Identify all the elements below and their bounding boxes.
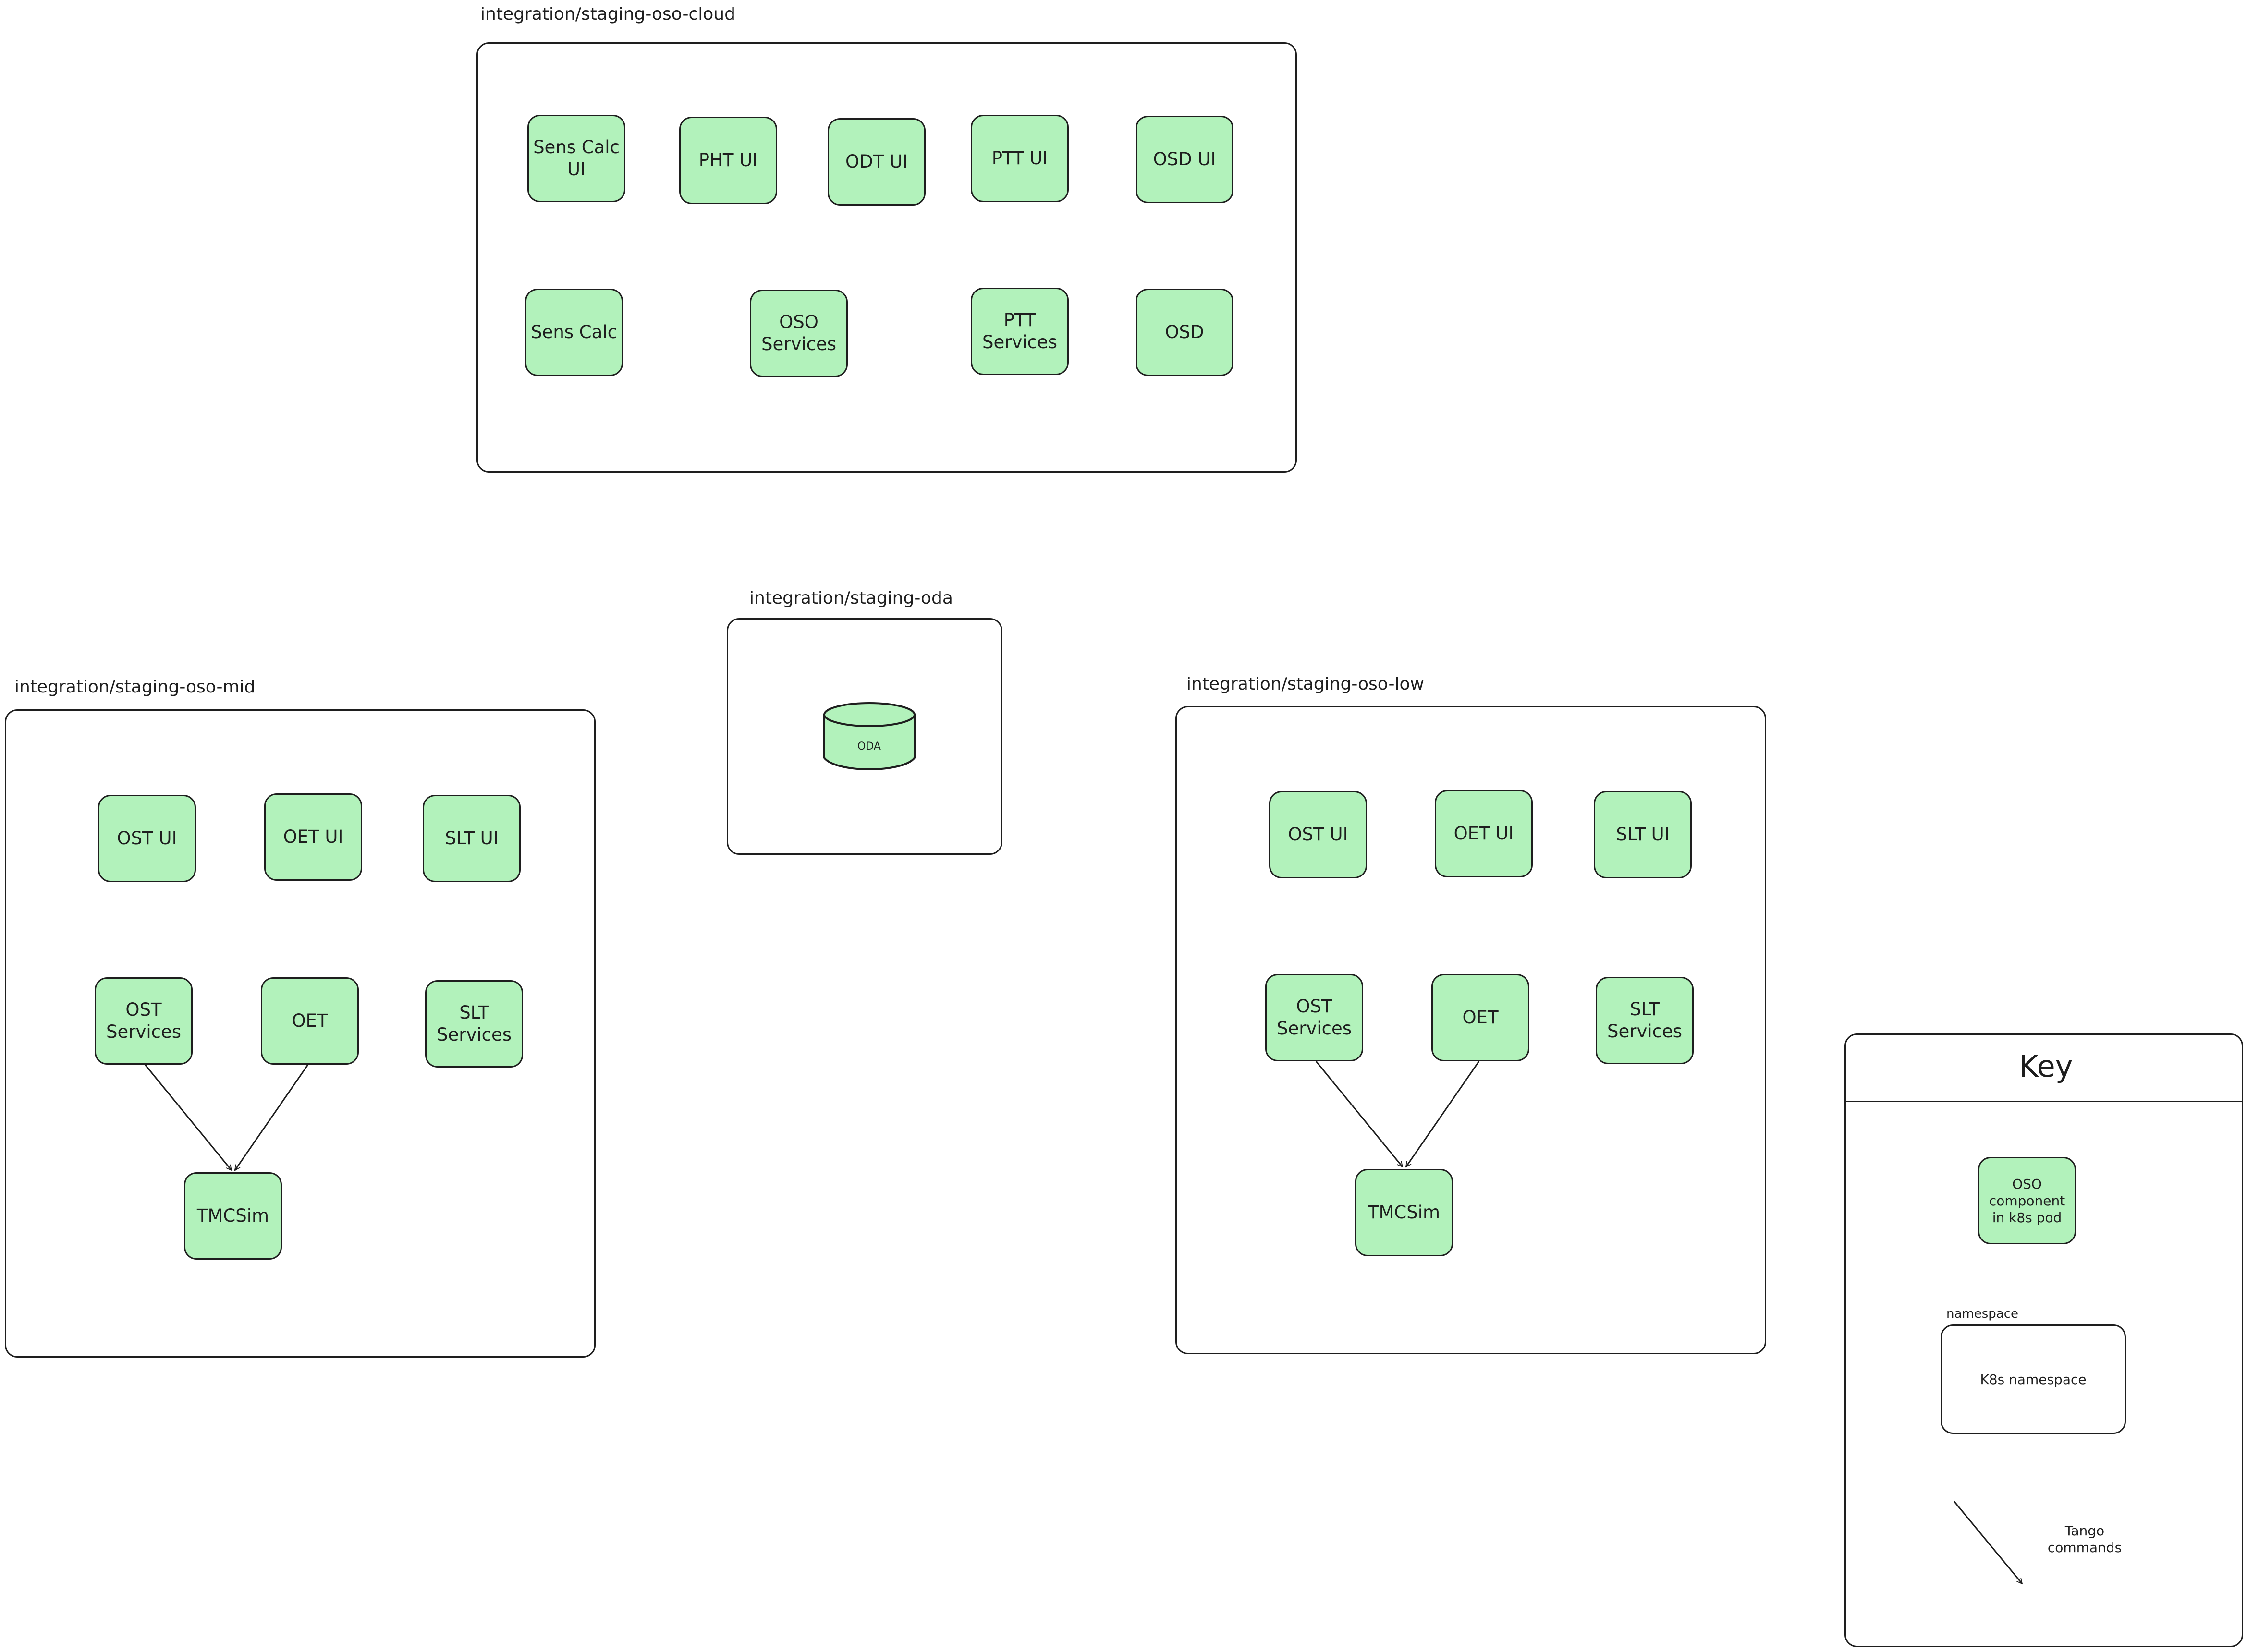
- key-arrow-label: Tango commands: [2047, 1523, 2122, 1555]
- pod-mid-slt-services[interactable]: SLT Services: [425, 980, 523, 1068]
- key-divider: [1845, 1101, 2242, 1102]
- key-namespace-label: namespace: [1946, 1307, 2019, 1321]
- pod-odt-ui[interactable]: ODT UI: [828, 118, 926, 206]
- pod-osd[interactable]: OSD: [1136, 289, 1233, 376]
- pod-low-ost-services[interactable]: OST Services: [1265, 974, 1363, 1061]
- namespace-label-mid: integration/staging-oso-mid: [14, 677, 256, 697]
- pod-pht-ui[interactable]: PHT UI: [679, 117, 777, 204]
- key-namespace-example-label: K8s namespace: [1980, 1371, 2087, 1387]
- namespace-label-cloud: integration/staging-oso-cloud: [480, 4, 735, 24]
- pod-low-tmcsim[interactable]: TMCSim: [1355, 1169, 1453, 1256]
- pod-mid-tmcsim[interactable]: TMCSim: [184, 1172, 282, 1260]
- oda-database-label: ODA: [857, 741, 881, 753]
- pod-low-slt-services[interactable]: SLT Services: [1596, 977, 1694, 1064]
- namespace-label-oda: integration/staging-oda: [749, 588, 953, 608]
- key-pod-example: OSO component in k8s pod: [1978, 1157, 2076, 1244]
- pod-osd-ui[interactable]: OSD UI: [1136, 116, 1233, 203]
- pod-sens-calc-ui[interactable]: Sens Calc UI: [527, 115, 625, 202]
- pod-low-oet-ui[interactable]: OET UI: [1435, 790, 1533, 877]
- pod-low-ost-ui[interactable]: OST UI: [1269, 791, 1367, 878]
- key-namespace-example: K8s namespace: [1941, 1324, 2126, 1434]
- namespace-label-low: integration/staging-oso-low: [1186, 674, 1424, 694]
- namespace-cloud[interactable]: [476, 42, 1297, 473]
- pod-mid-oet[interactable]: OET: [261, 977, 359, 1065]
- pod-sens-calc[interactable]: Sens Calc: [525, 289, 623, 376]
- pod-low-slt-ui[interactable]: SLT UI: [1594, 791, 1692, 878]
- pod-oso-services[interactable]: OSO Services: [750, 290, 848, 377]
- oda-database-icon[interactable]: [821, 701, 917, 773]
- pod-ptt-services[interactable]: PTT Services: [971, 288, 1069, 375]
- pod-low-oet[interactable]: OET: [1431, 974, 1529, 1061]
- pod-mid-ost-services[interactable]: OST Services: [95, 977, 193, 1065]
- pod-mid-oet-ui[interactable]: OET UI: [264, 793, 362, 881]
- pod-mid-ost-ui[interactable]: OST UI: [98, 795, 196, 882]
- pod-mid-slt-ui[interactable]: SLT UI: [423, 795, 521, 882]
- key-title: Key: [2019, 1049, 2073, 1084]
- pod-ptt-ui[interactable]: PTT UI: [971, 115, 1069, 202]
